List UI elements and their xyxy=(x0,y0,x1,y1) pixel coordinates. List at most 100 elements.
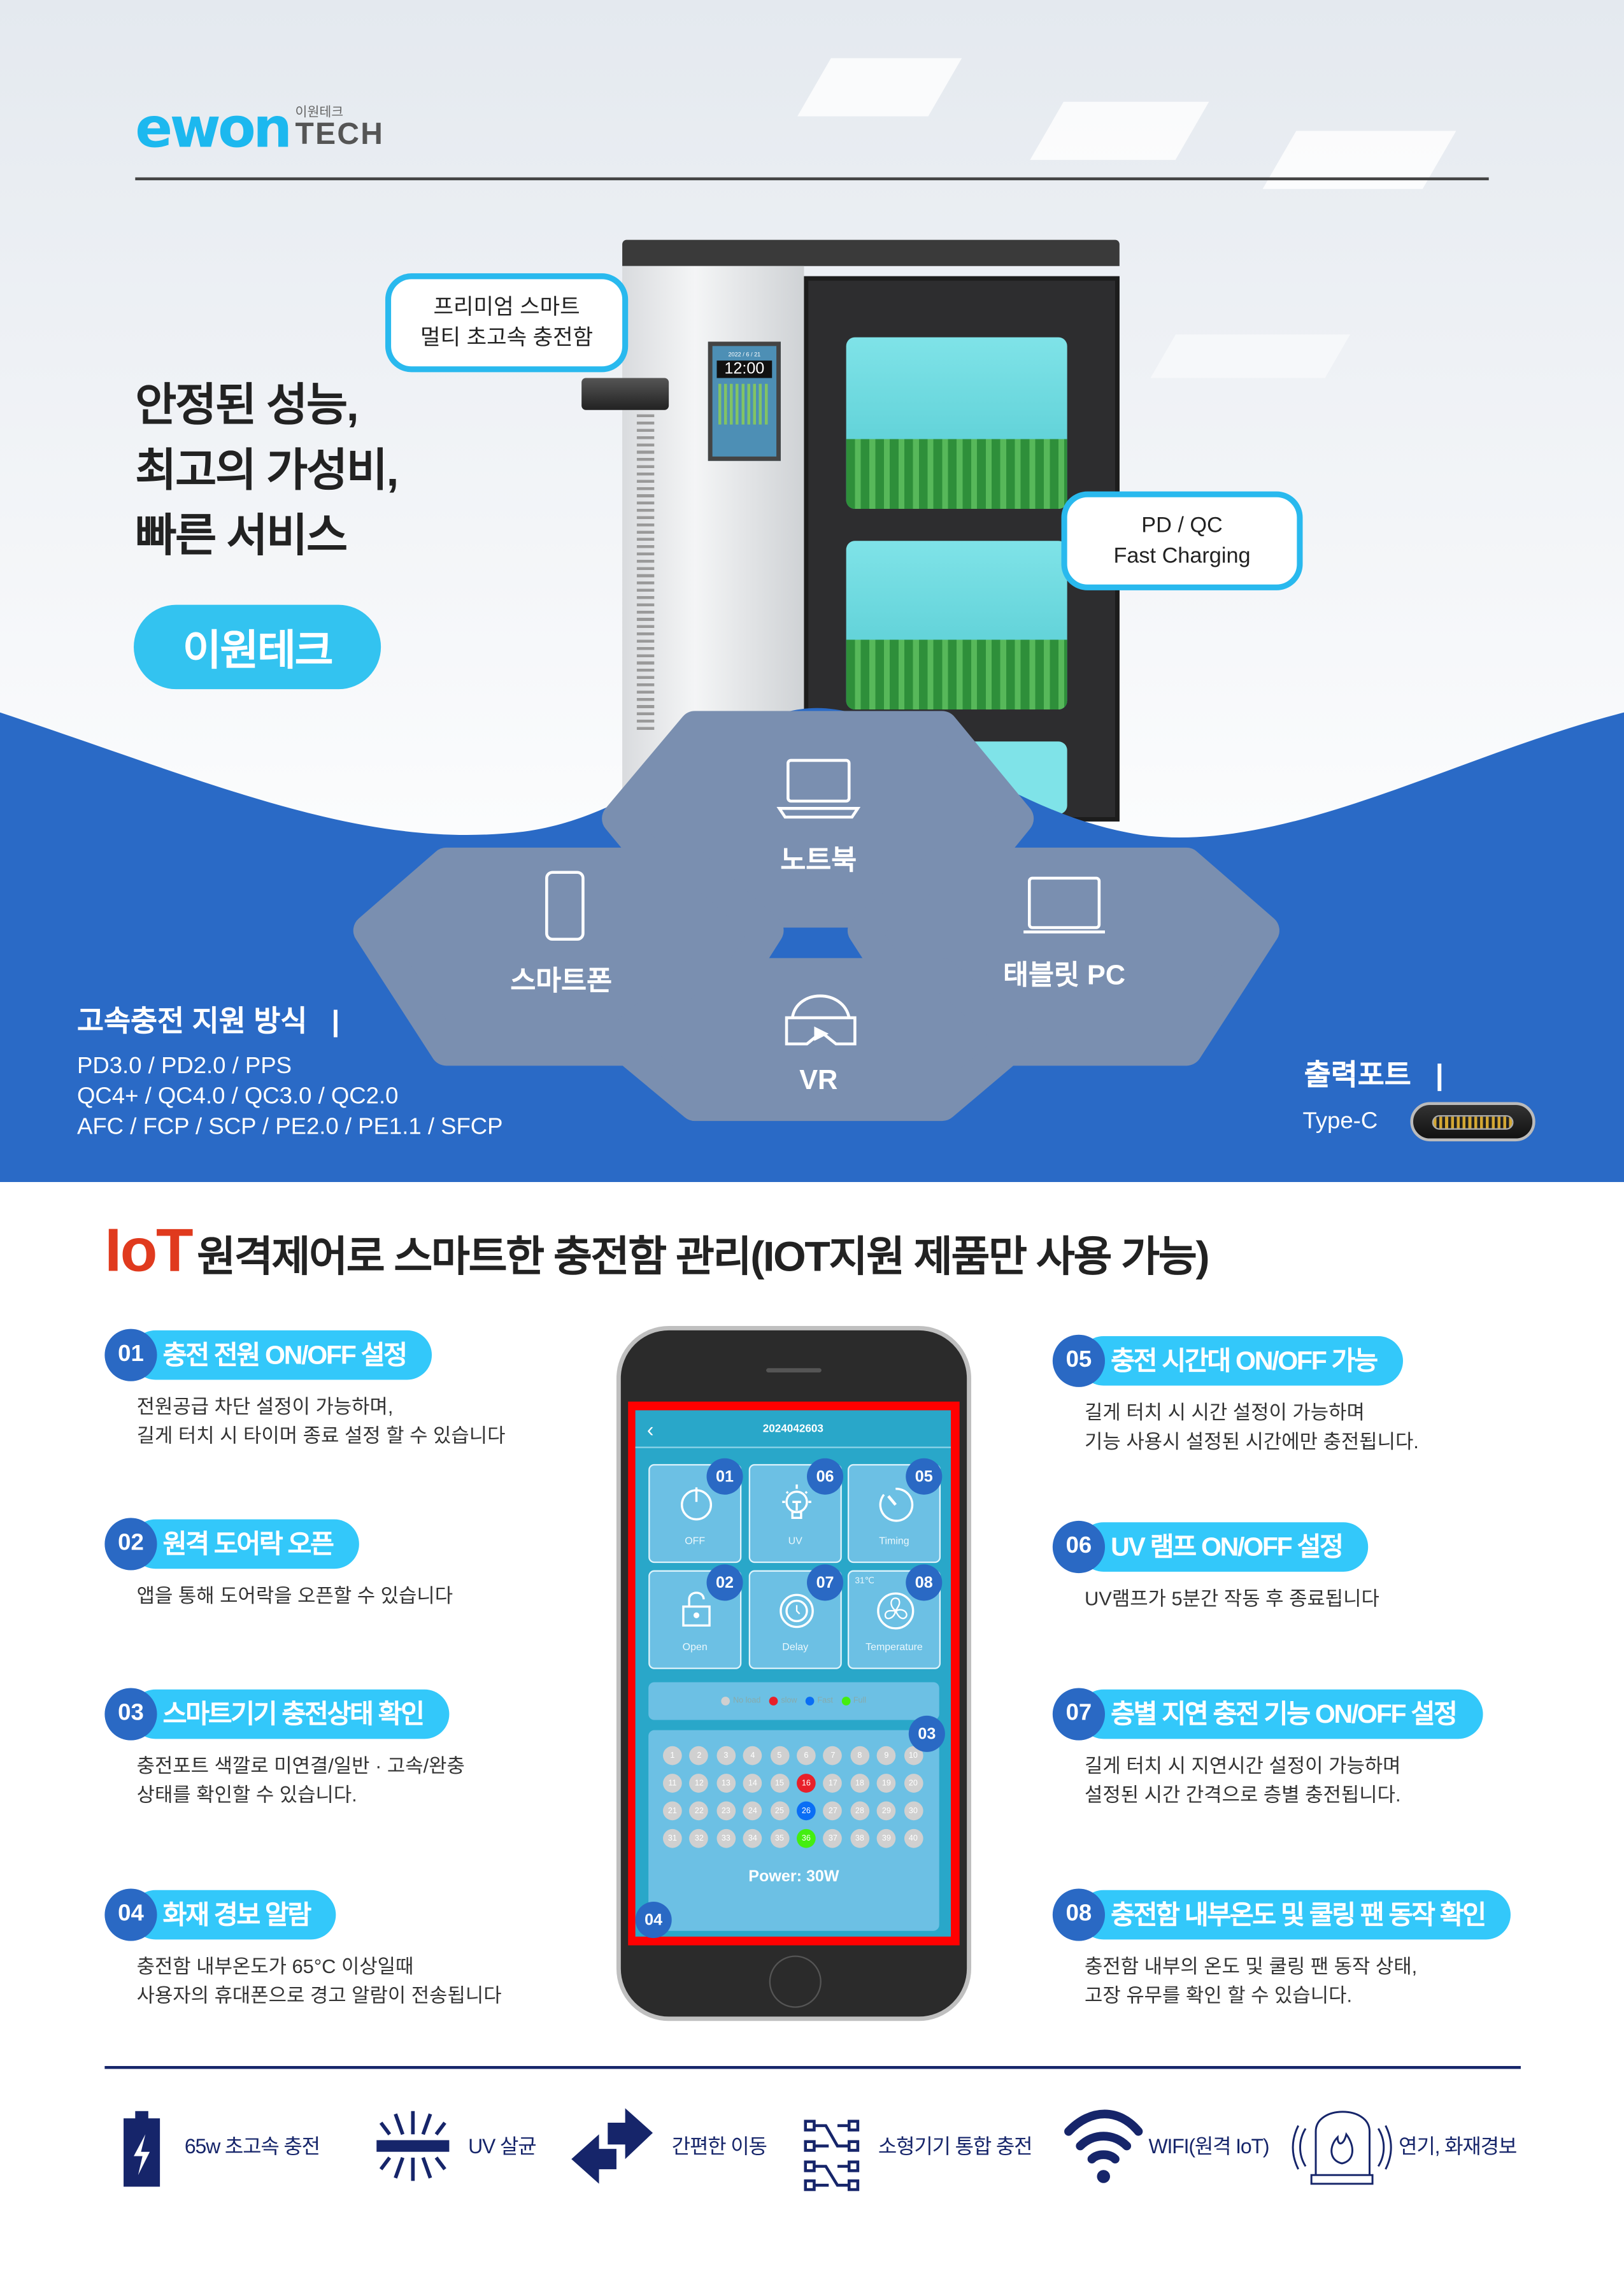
port-12[interactable]: 12 xyxy=(689,1774,709,1793)
port-25[interactable]: 25 xyxy=(770,1801,789,1821)
network-icon xyxy=(804,2120,860,2191)
uv-light-icon xyxy=(376,2111,450,2181)
legend-label: Fast xyxy=(817,1697,833,1706)
bubble-line: 프리미엄 스마트 xyxy=(433,295,580,320)
port-13[interactable]: 13 xyxy=(716,1774,736,1793)
port-11[interactable]: 11 xyxy=(663,1774,682,1793)
port-6[interactable]: 6 xyxy=(797,1746,816,1765)
feature-number: 03 xyxy=(104,1688,157,1741)
fan-icon xyxy=(877,1592,915,1630)
port-28[interactable]: 28 xyxy=(850,1801,869,1821)
legend-item: Fast xyxy=(806,1697,833,1706)
feature-title: 층별 지연 충전 기능 ON/OFF 설정 xyxy=(1078,1689,1483,1739)
legend-dot xyxy=(769,1697,778,1706)
legend-dot xyxy=(841,1697,851,1706)
legend-dot xyxy=(721,1697,730,1706)
port-17[interactable]: 17 xyxy=(823,1774,843,1793)
port-24[interactable]: 24 xyxy=(743,1801,762,1821)
feature-number: 08 xyxy=(1052,1888,1106,1941)
feature-number: 07 xyxy=(1052,1688,1106,1741)
bottom-label: 연기, 화재경보 xyxy=(1399,2134,1517,2158)
feature-desc: UV램프가 5분간 작동 후 종료됩니다 xyxy=(1085,1585,1379,1614)
port-39[interactable]: 39 xyxy=(877,1828,896,1848)
port-7[interactable]: 7 xyxy=(823,1746,843,1765)
feature-desc: 전원공급 차단 설정이 가능하며,길게 터치 시 타이머 종료 설정 할 수 있… xyxy=(137,1393,506,1451)
port-14[interactable]: 14 xyxy=(743,1774,762,1793)
feature-desc: 충전함 내부의 온도 및 쿨링 팬 동작 상태,고장 유무를 확인 할 수 있습… xyxy=(1085,1953,1417,2011)
smartphone-icon xyxy=(545,871,585,941)
port-2[interactable]: 2 xyxy=(689,1746,709,1765)
port-9[interactable]: 9 xyxy=(877,1746,896,1765)
headline-line: 안정된 성능, xyxy=(135,379,359,431)
tile-uv[interactable]: UV xyxy=(748,1464,842,1564)
delay-clock-icon xyxy=(780,1593,814,1628)
power-icon xyxy=(680,1487,713,1521)
port-26[interactable]: 26 xyxy=(797,1801,816,1821)
port-15[interactable]: 15 xyxy=(770,1774,789,1793)
fast-charging-protocols: PD3.0 / PD2.0 / PPS QC4+ / QC4.0 / QC3.0… xyxy=(77,1051,503,1143)
port-34[interactable]: 34 xyxy=(743,1828,762,1848)
bottom-icons xyxy=(124,2108,1392,2191)
tile-label: Temperature xyxy=(865,1642,923,1653)
desc-line: 충전함 내부의 온도 및 쿨링 팬 동작 상태, xyxy=(1085,1955,1418,1977)
port-35[interactable]: 35 xyxy=(770,1828,789,1848)
feature-desc: 앱을 통해 도어락을 오픈할 수 있습니다 xyxy=(137,1582,453,1611)
port-27[interactable]: 27 xyxy=(823,1801,843,1821)
badge-05: 05 xyxy=(906,1458,943,1495)
legend-item: Full xyxy=(841,1697,866,1706)
port-4[interactable]: 4 xyxy=(743,1746,762,1765)
port-3[interactable]: 3 xyxy=(716,1746,736,1765)
fast-charging-title: 고속충전 지원 방식 | xyxy=(77,997,339,1039)
port-8[interactable]: 8 xyxy=(850,1746,869,1765)
bottom-label: UV 살균 xyxy=(468,2134,537,2158)
badge-01: 01 xyxy=(706,1458,743,1495)
port-18[interactable]: 18 xyxy=(850,1774,869,1793)
port-20[interactable]: 20 xyxy=(904,1774,923,1793)
port-40[interactable]: 40 xyxy=(904,1828,923,1848)
protocol-line: PD3.0 / PD2.0 / PPS xyxy=(76,1054,292,1079)
port-29[interactable]: 29 xyxy=(877,1801,896,1821)
cabinet-screen: 2022 / 6 / 21 12:00 xyxy=(708,341,781,461)
bubble-line: PD / QC xyxy=(1141,513,1223,538)
laptop-icon xyxy=(787,759,851,803)
temperature-readout: 31℃ xyxy=(855,1577,874,1586)
output-port-title: 출력포트 | xyxy=(1304,1051,1444,1094)
feature-title: 충전 전원 ON/OFF 설정 xyxy=(131,1330,432,1380)
feature-title: 스마트기기 충전상태 확인 xyxy=(131,1689,450,1739)
device-diamond xyxy=(602,958,1034,1122)
bottom-label: WIFI(원격 IoT) xyxy=(1148,2134,1269,2158)
output-port-type: Type-C xyxy=(1302,1109,1378,1134)
usb-c-connector-icon xyxy=(1410,1102,1535,1142)
port-1[interactable]: 1 xyxy=(663,1746,682,1765)
port-19[interactable]: 19 xyxy=(877,1774,896,1793)
tile-label: UV xyxy=(788,1537,802,1548)
power-readout: Power: 30W xyxy=(748,1868,839,1886)
port-31[interactable]: 31 xyxy=(663,1828,682,1848)
port-33[interactable]: 33 xyxy=(716,1828,736,1848)
port-37[interactable]: 37 xyxy=(823,1828,843,1848)
port-38[interactable]: 38 xyxy=(850,1828,869,1848)
tablet-icon xyxy=(1028,876,1101,929)
feature-number: 06 xyxy=(1052,1520,1106,1574)
tile-open[interactable]: Open xyxy=(648,1570,742,1669)
port-22[interactable]: 22 xyxy=(689,1801,709,1821)
feature-title: 충전함 내부온도 및 쿨링 팬 동작 확인 xyxy=(1078,1890,1511,1940)
port-21[interactable]: 21 xyxy=(663,1801,682,1821)
port-36[interactable]: 36 xyxy=(797,1828,816,1848)
port-23[interactable]: 23 xyxy=(716,1801,736,1821)
brand-button[interactable]: 이원테크 xyxy=(134,604,381,690)
back-icon[interactable]: ‹ xyxy=(646,1417,654,1441)
port-32[interactable]: 32 xyxy=(689,1828,709,1848)
port-16[interactable]: 16 xyxy=(797,1774,816,1793)
port-5[interactable]: 5 xyxy=(770,1746,789,1765)
protocol-line: QC4+ / QC4.0 / QC3.0 / QC2.0 xyxy=(76,1085,399,1109)
port-30[interactable]: 30 xyxy=(904,1801,923,1821)
badge-03: 03 xyxy=(908,1715,945,1752)
